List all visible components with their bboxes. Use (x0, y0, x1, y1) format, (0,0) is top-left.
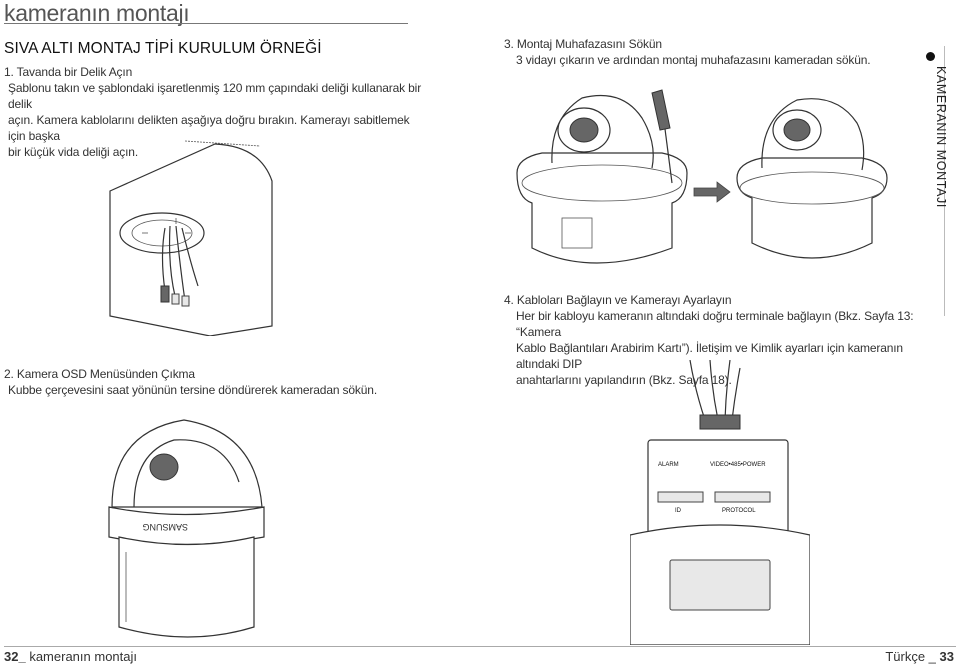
step-2-line: Kubbe çerçevesini saat yönünün tersine d… (8, 383, 378, 397)
footer-left-text: kameranın montajı (29, 649, 137, 664)
ceiling-template-illustration (109, 140, 273, 336)
step-1-line: Şablonu takın ve şablondaki işaretlenmiş… (8, 81, 422, 111)
footer-right: Türkçe _ 33 (885, 649, 954, 664)
housing-removal-illustration (516, 89, 888, 264)
step-4-line: Kablo Bağlantıları Arabirim Kartı”). İle… (516, 341, 903, 371)
footer-right-text: Türkçe _ (885, 649, 936, 664)
brand-logo-text: SAMSUNG (142, 522, 188, 532)
step-2: 2. Kamera OSD Menüsünden Çıkma Kubbe çer… (4, 366, 424, 398)
step-3: 3. Montaj Muhafazasını Sökün 3 vidayı çı… (504, 36, 904, 68)
board-connection-illustration: ALARM VIDEO•485•POWER ID PROTOCOL (630, 360, 810, 645)
step-1-line: açın. Kamera kablolarını delikten aşağıy… (8, 113, 410, 143)
page-header-title: kameranın montajı (4, 0, 190, 26)
id-label: ID (675, 508, 682, 514)
step-3-line: 3 vidayı çıkarın ve ardından montaj muha… (516, 53, 871, 67)
footer-divider (4, 646, 956, 647)
video-power-label: VIDEO•485•POWER (710, 462, 766, 468)
protocol-label: PROTOCOL (722, 508, 756, 514)
section-title: SIVA ALTI MONTAJ TİPİ KURULUM ÖRNEĞİ (4, 40, 322, 57)
step-4: 4. Kabloları Bağlayın ve Kamerayı Ayarla… (504, 292, 914, 388)
side-tab-rule (944, 46, 945, 316)
step-2-heading: 2. Kamera OSD Menüsünden Çıkma (4, 367, 195, 381)
step-1: 1. Tavanda bir Delik Açın Şablonu takın … (4, 64, 424, 160)
page-number-left: 32_ (4, 649, 26, 664)
page-number-right: 33 (939, 649, 954, 664)
side-tab-label: KAMERANIN MONTAJI (934, 66, 948, 208)
alarm-label: ALARM (658, 462, 679, 468)
header-divider (4, 23, 408, 24)
footer-left: 32_ kameranın montajı (4, 649, 137, 664)
bullet-icon (926, 52, 935, 61)
step-4-line: anahtarlarını yapılandırın (Bkz. Sayfa 1… (516, 373, 732, 387)
step-4-heading: 4. Kabloları Bağlayın ve Kamerayı Ayarla… (504, 293, 732, 307)
step-3-heading: 3. Montaj Muhafazasını Sökün (504, 37, 662, 51)
step-4-line: Her bir kabloyu kameranın altındaki doğr… (516, 309, 914, 339)
dome-removal-illustration: SAMSUNG (108, 419, 265, 638)
step-1-line: bir küçük vida deliği açın. (8, 145, 139, 159)
step-1-heading: 1. Tavanda bir Delik Açın (4, 65, 133, 79)
